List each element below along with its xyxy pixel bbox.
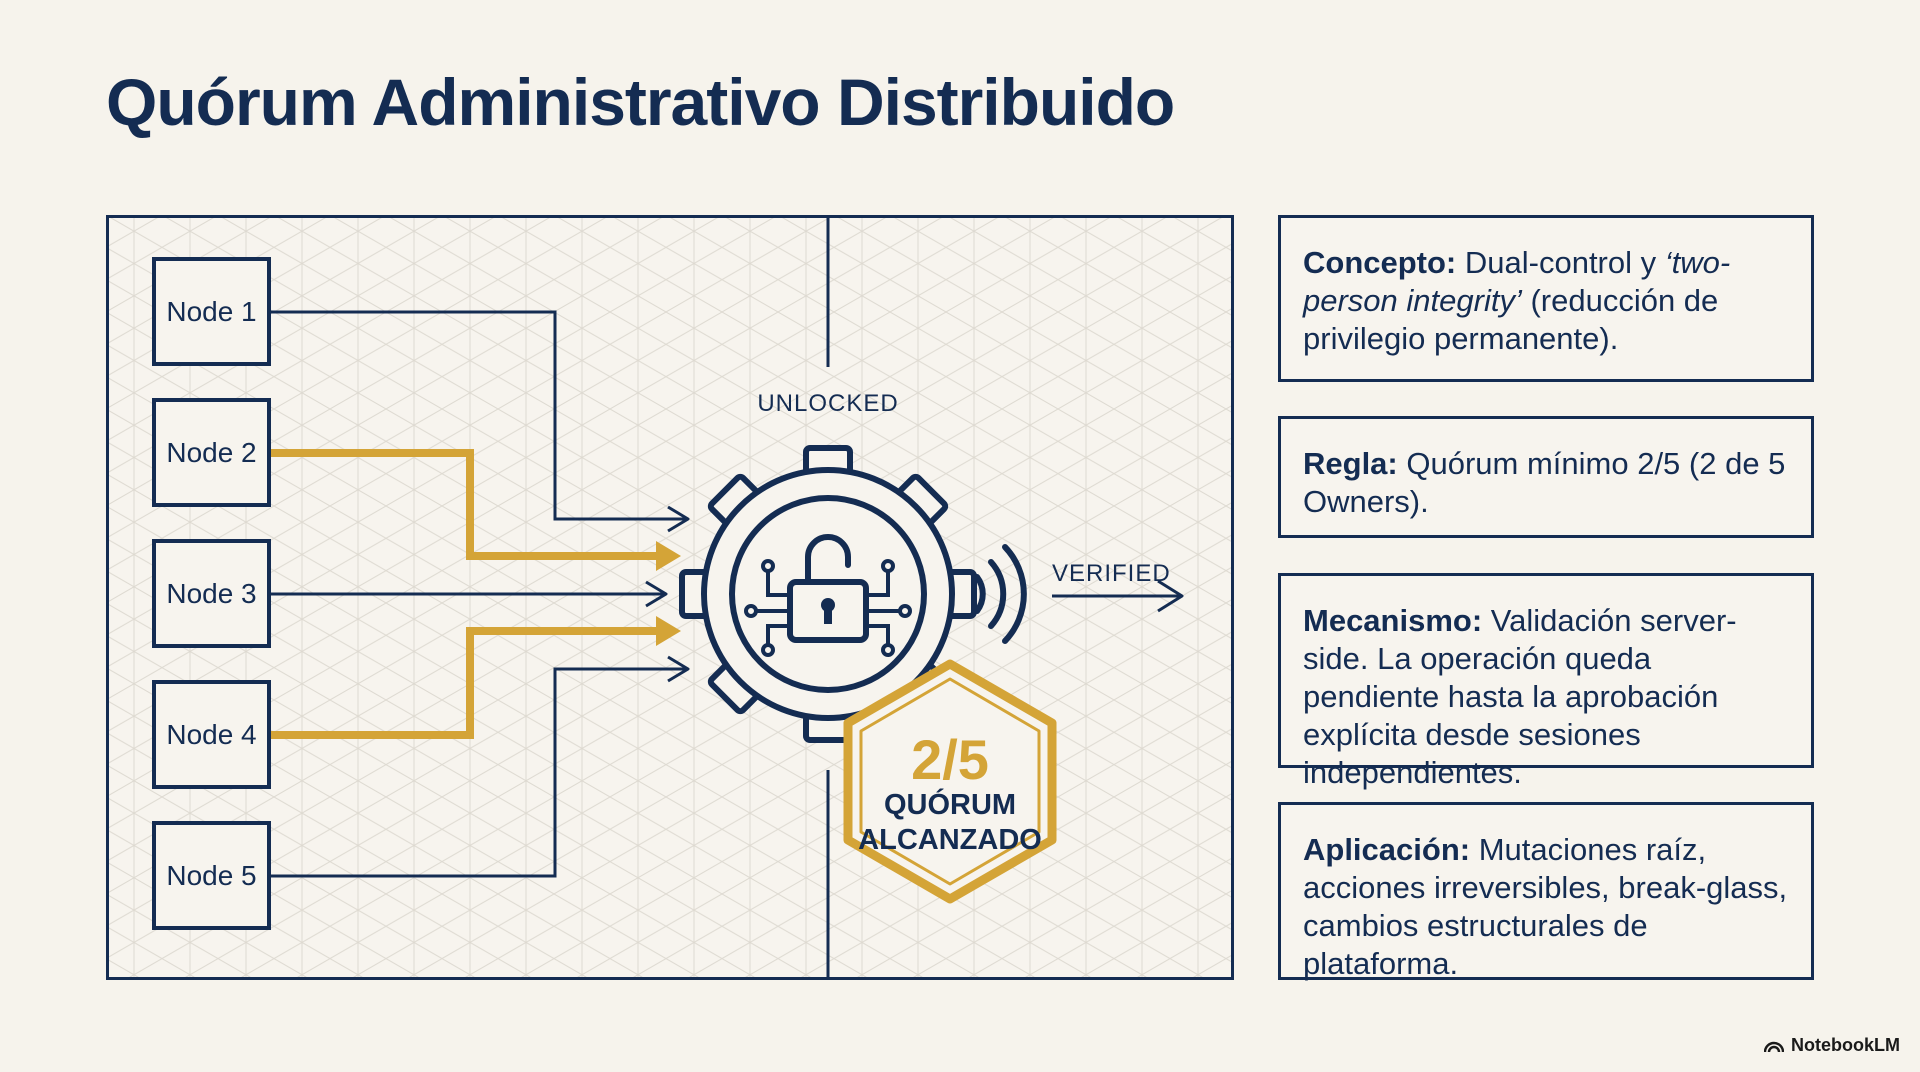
signal-waves-icon	[974, 544, 1027, 644]
brand-label: NotebookLM	[1791, 1035, 1900, 1055]
quorum-label-line-1: QUÓRUM	[884, 787, 1016, 821]
concept-text: Dual-control y	[1456, 245, 1665, 280]
verified-label: VERIFIED	[1052, 560, 1171, 587]
connector-node-5	[271, 655, 690, 878]
quorum-value: 2/5	[911, 728, 989, 791]
verified-arrow-icon	[1052, 579, 1184, 613]
quorum-badge: 2/5 QUÓRUM ALCANZADO	[843, 659, 1057, 904]
node-1-box: Node 1	[152, 257, 271, 366]
mechanism-heading: Mecanismo:	[1303, 603, 1483, 638]
unlocked-padlock-icon	[744, 534, 912, 657]
page-title: Quórum Administrativo Distribuido	[106, 65, 1175, 139]
concept-card: Concepto: Dual-control y ‘two-person int…	[1278, 215, 1814, 382]
concept-heading: Concepto:	[1303, 245, 1457, 280]
concept-italic: ‘two-person integrity’	[1303, 245, 1731, 318]
rule-heading: Regla:	[1303, 446, 1398, 481]
node-3-box: Node 3	[152, 539, 271, 648]
node-4-box: Node 4	[152, 680, 271, 789]
node-5-label: Node 5	[166, 860, 256, 891]
mechanism-text: Validación server-side. La operación que…	[1303, 603, 1737, 790]
notebooklm-logo-icon	[1764, 1041, 1785, 1052]
node-3-label: Node 3	[166, 578, 256, 609]
notebooklm-watermark: NotebookLM	[1764, 1035, 1900, 1056]
unlocked-label: UNLOCKED	[757, 390, 898, 417]
node-2-label: Node 2	[166, 437, 256, 468]
application-card: Aplicación: Mutaciones raíz, acciones ir…	[1278, 802, 1814, 981]
node-1-label: Node 1	[166, 296, 256, 327]
node-5-box: Node 5	[152, 821, 271, 930]
concept-text-end: (reducción de privilegio permanente).	[1303, 283, 1719, 356]
connector-node-1	[271, 310, 690, 533]
node-4-label: Node 4	[166, 719, 256, 750]
node-2-box: Node 2	[152, 398, 271, 507]
quorum-label-line-2: ALCANZADO	[858, 824, 1042, 856]
connector-node-3	[271, 580, 668, 608]
rule-card: Regla: Quórum mínimo 2/5 (2 de 5 Owners)…	[1278, 416, 1814, 538]
rule-text: Quórum mínimo 2/5 (2 de 5 Owners).	[1303, 446, 1786, 519]
connector-node-2	[271, 449, 681, 571]
connector-node-4	[271, 616, 681, 739]
application-text: Mutaciones raíz, acciones irreversibles,…	[1303, 832, 1788, 981]
mechanism-card: Mecanismo: Validación server-side. La op…	[1278, 573, 1814, 790]
application-heading: Aplicación:	[1303, 832, 1471, 867]
quorum-diagram: Node 1 Node 2 Node 3 Node 4 Node 5 UNLOC…	[106, 215, 1234, 980]
